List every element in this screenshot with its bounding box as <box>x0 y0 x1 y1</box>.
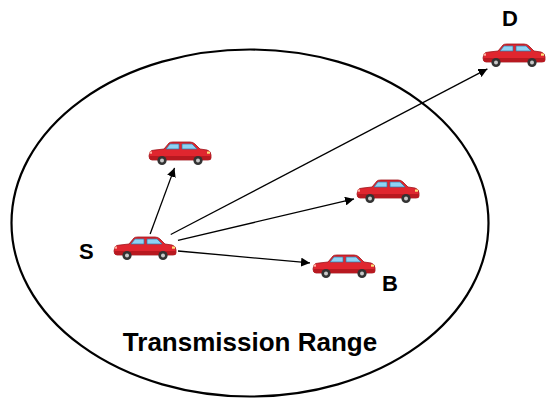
car-icon-use <box>149 142 211 165</box>
transmission-arrow <box>150 168 174 234</box>
car-icon <box>113 235 177 261</box>
car-icon-use <box>483 44 545 67</box>
car-icon <box>356 178 420 204</box>
transmission-arrow <box>178 251 310 263</box>
car-icon <box>482 42 546 68</box>
vehicle-label: B <box>382 273 398 295</box>
car-icon-use <box>114 237 176 260</box>
car-icon <box>312 253 376 279</box>
transmission-range: Transmission Range S B <box>10 48 490 398</box>
vehicle-node <box>148 140 212 166</box>
transmission-arrow <box>178 199 354 240</box>
range-label: Transmission Range <box>10 328 490 357</box>
car-icon-use <box>313 255 375 278</box>
vehicle-node: B <box>312 253 376 279</box>
vehicle-label: D <box>502 8 518 30</box>
car-icon <box>148 140 212 166</box>
vehicle-node: S <box>113 235 177 261</box>
vehicle-node: D <box>482 42 546 68</box>
car-icon-use <box>357 180 419 203</box>
vehicle-node <box>356 178 420 204</box>
transmission-arrow <box>171 69 488 235</box>
connector-group <box>150 69 487 263</box>
vehicle-label: S <box>79 241 94 263</box>
